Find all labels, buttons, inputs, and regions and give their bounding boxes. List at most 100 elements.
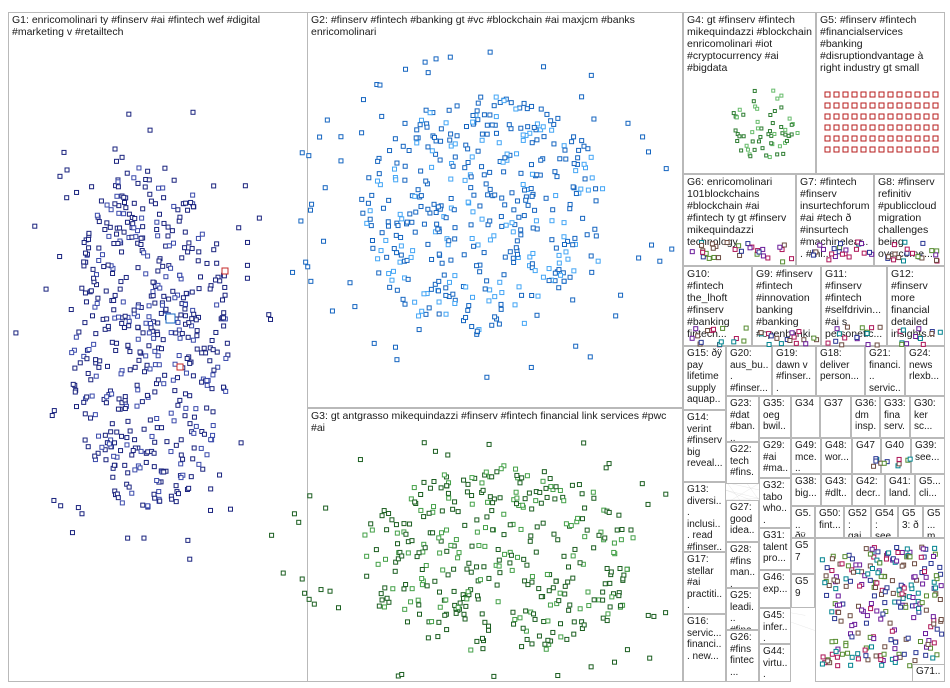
node[interactable] xyxy=(155,417,159,421)
node[interactable] xyxy=(879,125,884,130)
node[interactable] xyxy=(934,574,938,578)
node[interactable] xyxy=(209,508,213,512)
node[interactable] xyxy=(44,287,48,291)
node[interactable] xyxy=(529,534,533,538)
node[interactable] xyxy=(921,582,925,586)
node[interactable] xyxy=(924,575,928,579)
node[interactable] xyxy=(368,209,372,213)
node[interactable] xyxy=(491,501,495,505)
node[interactable] xyxy=(918,336,922,340)
node[interactable] xyxy=(202,346,206,350)
node[interactable] xyxy=(912,616,916,620)
node[interactable] xyxy=(756,107,759,110)
node[interactable] xyxy=(112,308,116,312)
node[interactable] xyxy=(759,135,762,138)
node[interactable] xyxy=(864,547,868,551)
node[interactable] xyxy=(603,536,607,540)
node[interactable] xyxy=(617,513,621,517)
node[interactable] xyxy=(897,147,902,152)
node[interactable] xyxy=(878,561,882,565)
node[interactable] xyxy=(905,247,909,251)
node[interactable] xyxy=(499,215,503,219)
node[interactable] xyxy=(322,239,326,243)
node[interactable] xyxy=(772,89,775,92)
node[interactable] xyxy=(469,648,473,652)
node[interactable] xyxy=(453,302,457,306)
node[interactable] xyxy=(631,536,635,540)
node[interactable] xyxy=(872,594,876,598)
node[interactable] xyxy=(855,335,859,339)
node[interactable] xyxy=(183,414,187,418)
node[interactable] xyxy=(202,432,206,436)
node[interactable] xyxy=(521,182,525,186)
node[interactable] xyxy=(499,302,503,306)
node[interactable] xyxy=(711,246,715,250)
node[interactable] xyxy=(179,453,183,457)
node[interactable] xyxy=(771,122,774,125)
node[interactable] xyxy=(122,195,126,199)
node[interactable] xyxy=(742,135,745,138)
node[interactable] xyxy=(864,654,868,658)
node[interactable] xyxy=(464,604,468,608)
node[interactable] xyxy=(541,521,545,525)
node[interactable] xyxy=(336,606,340,610)
node[interactable] xyxy=(464,315,468,319)
node[interactable] xyxy=(837,610,841,614)
node[interactable] xyxy=(476,118,480,122)
node[interactable] xyxy=(551,208,555,212)
node[interactable] xyxy=(827,583,831,587)
node[interactable] xyxy=(85,395,89,399)
node[interactable] xyxy=(190,317,194,321)
node[interactable] xyxy=(211,373,215,377)
node[interactable] xyxy=(388,149,392,153)
node[interactable] xyxy=(580,517,584,521)
node[interactable] xyxy=(619,538,623,542)
node[interactable] xyxy=(78,361,82,365)
node[interactable] xyxy=(583,177,587,181)
node[interactable] xyxy=(158,499,162,503)
node[interactable] xyxy=(619,604,623,608)
node[interactable] xyxy=(834,103,839,108)
node[interactable] xyxy=(191,193,195,197)
node[interactable] xyxy=(390,278,394,282)
node[interactable] xyxy=(476,149,480,153)
node[interactable] xyxy=(183,392,187,396)
node[interactable] xyxy=(485,375,489,379)
node[interactable] xyxy=(453,500,457,504)
node[interactable] xyxy=(530,580,534,584)
node[interactable] xyxy=(751,140,754,143)
node[interactable] xyxy=(481,488,485,492)
node[interactable] xyxy=(898,655,902,659)
node[interactable] xyxy=(856,652,860,656)
node[interactable] xyxy=(403,302,407,306)
node[interactable] xyxy=(153,440,157,444)
node[interactable] xyxy=(513,303,517,307)
node[interactable] xyxy=(924,632,928,636)
node[interactable] xyxy=(592,496,596,500)
node[interactable] xyxy=(243,184,247,188)
node[interactable] xyxy=(559,635,563,639)
node[interactable] xyxy=(125,443,129,447)
node[interactable] xyxy=(612,550,616,554)
node[interactable] xyxy=(721,326,725,330)
node[interactable] xyxy=(525,107,529,111)
node[interactable] xyxy=(405,220,409,224)
node[interactable] xyxy=(825,147,830,152)
node[interactable] xyxy=(870,547,874,551)
node[interactable] xyxy=(451,164,455,168)
node[interactable] xyxy=(725,241,729,245)
node[interactable] xyxy=(466,160,470,164)
node[interactable] xyxy=(191,308,195,312)
node[interactable] xyxy=(825,103,830,108)
node[interactable] xyxy=(394,178,398,182)
node[interactable] xyxy=(318,135,322,139)
node[interactable] xyxy=(488,50,492,54)
node[interactable] xyxy=(503,255,507,259)
node[interactable] xyxy=(212,368,216,372)
node[interactable] xyxy=(437,590,441,594)
node[interactable] xyxy=(488,113,492,117)
node[interactable] xyxy=(299,219,303,223)
node[interactable] xyxy=(94,374,98,378)
node[interactable] xyxy=(136,181,140,185)
node[interactable] xyxy=(339,135,343,139)
